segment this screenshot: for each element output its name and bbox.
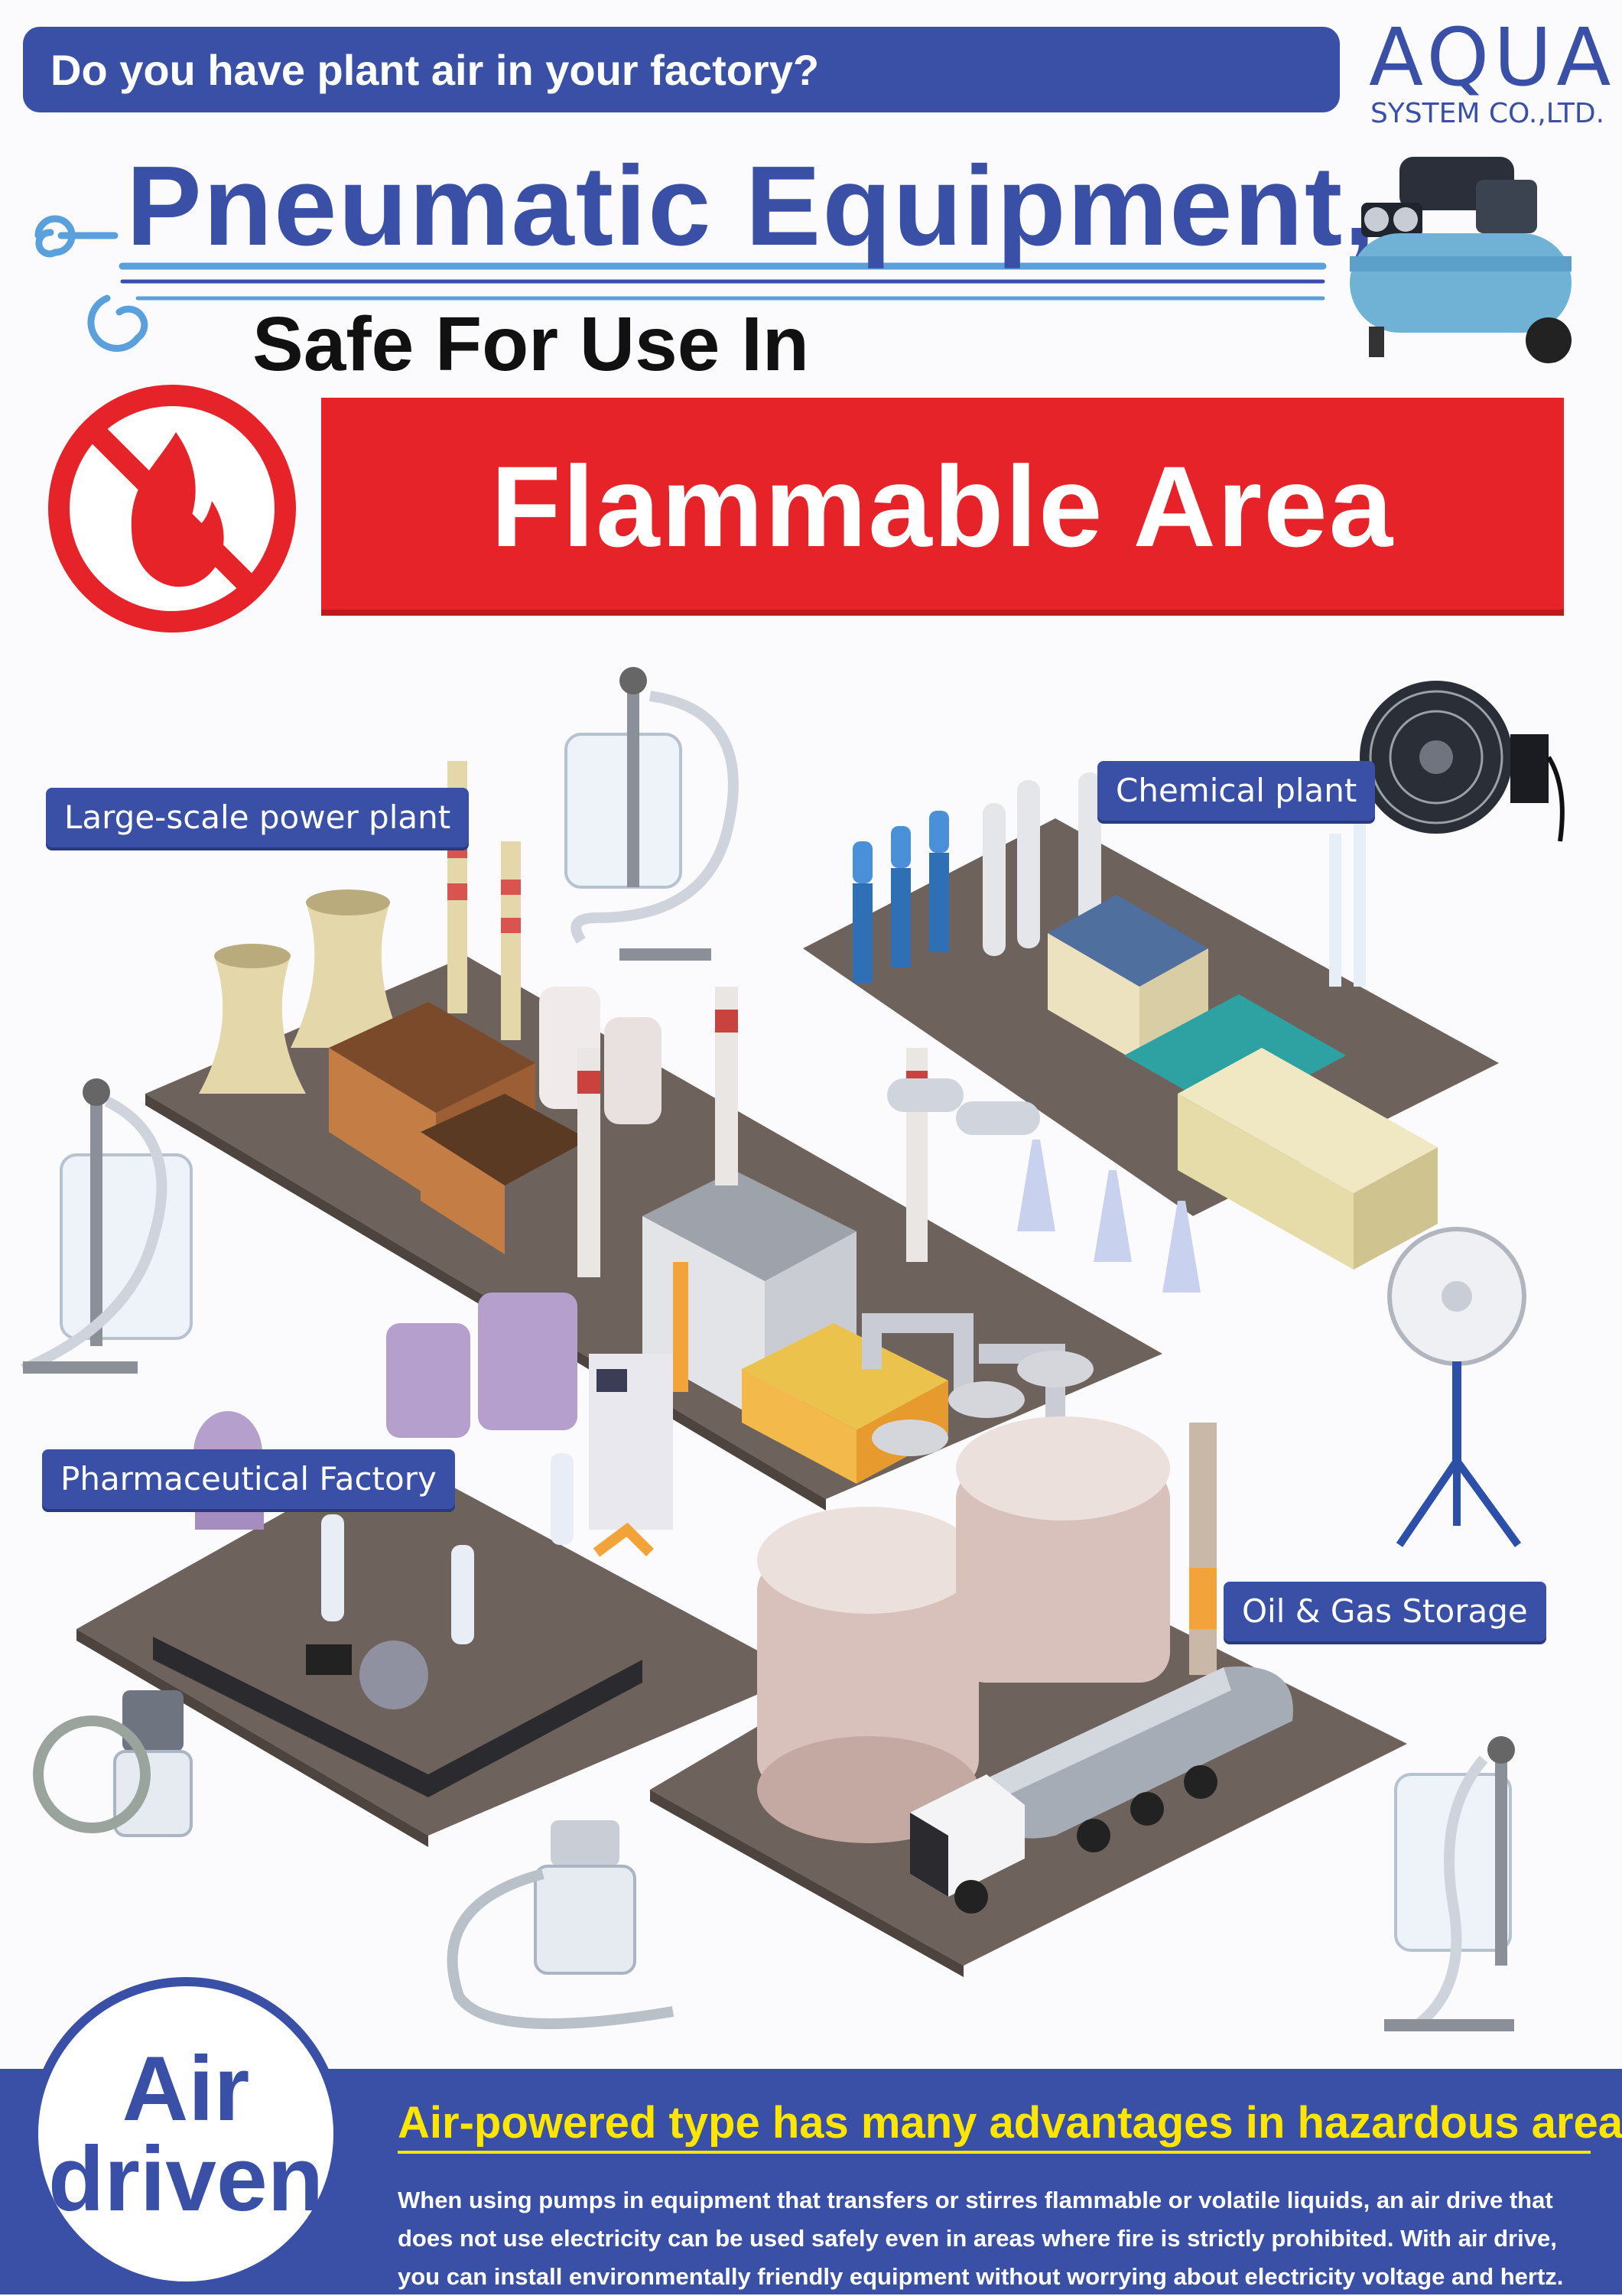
oil-gas-storage: [757, 1416, 1293, 1914]
label-pharmaceutical-factory: Pharmaceutical Factory: [42, 1449, 455, 1509]
logo-subtitle: SYSTEM CO.,LTD.: [1370, 98, 1605, 129]
air-driven-line-2: driven: [47, 2128, 324, 2230]
title-main: Pneumatic Equipment,: [126, 143, 1377, 269]
industrial-illustration: [21, 667, 1565, 2031]
title-swirl-decoration: [34, 215, 1327, 352]
label-oil-gas-storage: Oil & Gas Storage: [1224, 1582, 1546, 1641]
drum-pump-icon: [21, 1078, 193, 1374]
chemical-plant: [853, 772, 1438, 1293]
company-logo: AQUA SYSTEM CO.,LTD.: [1369, 11, 1616, 130]
air-driven-badge: Air driven: [29, 1977, 343, 2291]
pharmaceutical-factory: [153, 1293, 673, 1797]
vacuum-cleaner-icon: [447, 1820, 674, 2029]
wall-fan-icon: [1360, 681, 1565, 842]
question-banner: Do you have plant air in your factory?: [23, 27, 1340, 112]
logo-brand: AQUA: [1369, 11, 1616, 104]
stand-fan-icon: [1387, 1227, 1526, 1547]
no-fire-icon: [48, 385, 296, 633]
label-power-plant: Large-scale power plant: [46, 788, 470, 847]
pharma-platform: [76, 1453, 803, 1836]
advantages-body: When using pumps in equipment that trans…: [398, 2187, 1564, 2290]
drum-pump-icon: [564, 667, 739, 961]
title-subtitle: Safe For Use In: [252, 301, 809, 387]
flammable-area-banner: Flammable Area: [321, 398, 1564, 616]
flammable-area-text: Flammable Area: [490, 442, 1395, 571]
air-driven-line-1: Air: [122, 2037, 250, 2140]
question-text: Do you have plant air in your factory?: [50, 45, 820, 94]
label-chemical-plant: Chemical plant: [1097, 761, 1376, 821]
cooling-tower: [199, 889, 405, 1094]
vacuum-cleaner-icon: [33, 1690, 193, 1837]
air-compressor-icon: [1350, 157, 1572, 363]
advantages-headline: Air-powered type has many advantages in …: [398, 2096, 1622, 2154]
drum-pump-icon: [1384, 1736, 1515, 2031]
